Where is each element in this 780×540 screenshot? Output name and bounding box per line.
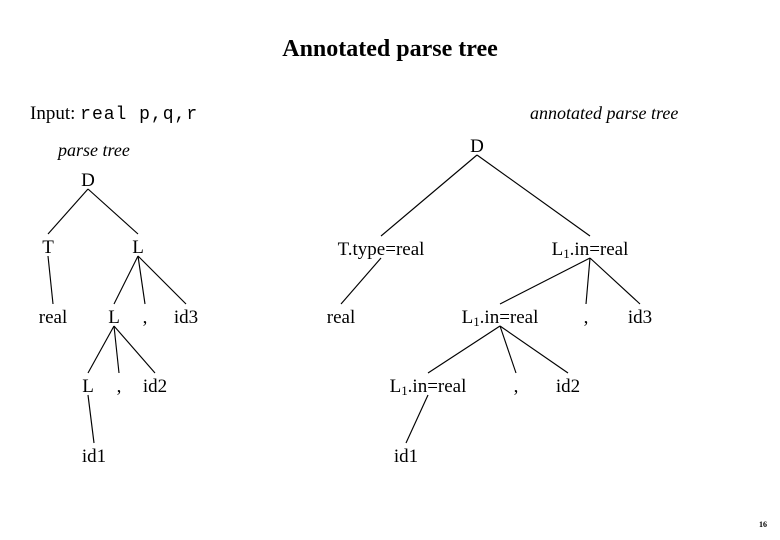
left-tree-node-l-l1: L (132, 237, 144, 258)
left-tree-node-l-comma1: , (142, 307, 148, 328)
right-tree-caption: annotated parse tree (530, 103, 679, 123)
right-tree-node-r-comma2: , (513, 376, 519, 397)
right-tree-node-r-l1: L1.in=real (551, 239, 629, 261)
left-tree-node-l-comma2: , (116, 376, 122, 397)
left-tree-edge-l-l1-to-l-comma1 (137, 255, 146, 305)
right-tree-edge-r-l1-to-r-comma1 (585, 257, 591, 305)
left-tree-node-l-id2: id2 (142, 376, 168, 397)
left-tree-node-l-real: real (38, 307, 68, 328)
left-tree-edge-l-l3-to-l-id1 (87, 394, 95, 444)
right-tree-node-r-id3: id3 (627, 307, 653, 328)
left-tree-node-l-id1: id1 (81, 446, 107, 467)
left-tree-edge-l-l2-to-l-l3 (87, 325, 115, 374)
right-tree-edge-r-l1-to-r-id3 (589, 257, 641, 305)
left-tree-edge-l-l1-to-l-id3 (137, 255, 187, 305)
left-tree-edge-l-d-to-l-l1 (87, 188, 139, 235)
input-code-text: real p,q,r (80, 105, 199, 125)
right-tree-node-r-comma1: , (583, 307, 589, 328)
page-title: Annotated parse tree (282, 36, 498, 62)
left-tree-edge-l-t-to-l-real (47, 255, 54, 305)
right-tree-edge-r-t-to-r-real (340, 257, 382, 305)
left-tree-edge-l-l1-to-l-l2 (113, 255, 139, 305)
right-tree-edge-r-d-to-r-l1 (476, 154, 591, 237)
page-number: 16 (759, 520, 767, 529)
left-tree-node-l-d: D (81, 170, 95, 191)
left-tree-node-l-l3: L (82, 376, 94, 397)
left-tree-edge-l-d-to-l-t (47, 188, 89, 235)
left-tree-edge-l-l2-to-l-id2 (113, 325, 156, 374)
right-tree-node-r-id2: id2 (555, 376, 581, 397)
right-tree-node-r-t: T.type=real (337, 239, 425, 260)
right-tree-edge-r-l1-to-r-l2 (499, 257, 591, 305)
right-tree-node-r-l2: L1.in=real (461, 307, 539, 329)
input-line: Input: real p,q,r (30, 103, 198, 125)
left-tree-node-l-l2: L (108, 307, 120, 328)
left-tree-edge-l-l2-to-l-comma2 (113, 325, 120, 374)
right-tree-edge-r-l2-to-r-comma2 (499, 325, 517, 374)
right-tree-edge-r-l2-to-r-l3 (427, 325, 501, 374)
right-tree-edge-r-l2-to-r-id2 (499, 325, 569, 374)
right-tree-node-r-real: real (326, 307, 356, 328)
left-tree-node-l-id3: id3 (173, 307, 199, 328)
left-tree-node-l-t: T (42, 237, 54, 258)
right-tree-node-r-id1: id1 (393, 446, 419, 467)
left-tree-caption: parse tree (58, 140, 130, 160)
input-label: Input: (30, 103, 76, 124)
right-tree-node-r-d: D (470, 136, 484, 157)
right-tree-node-r-l3: L1.in=real (389, 376, 467, 398)
right-tree-edge-r-d-to-r-t (380, 154, 478, 237)
right-tree-edge-r-l3-to-r-id1 (405, 394, 429, 444)
